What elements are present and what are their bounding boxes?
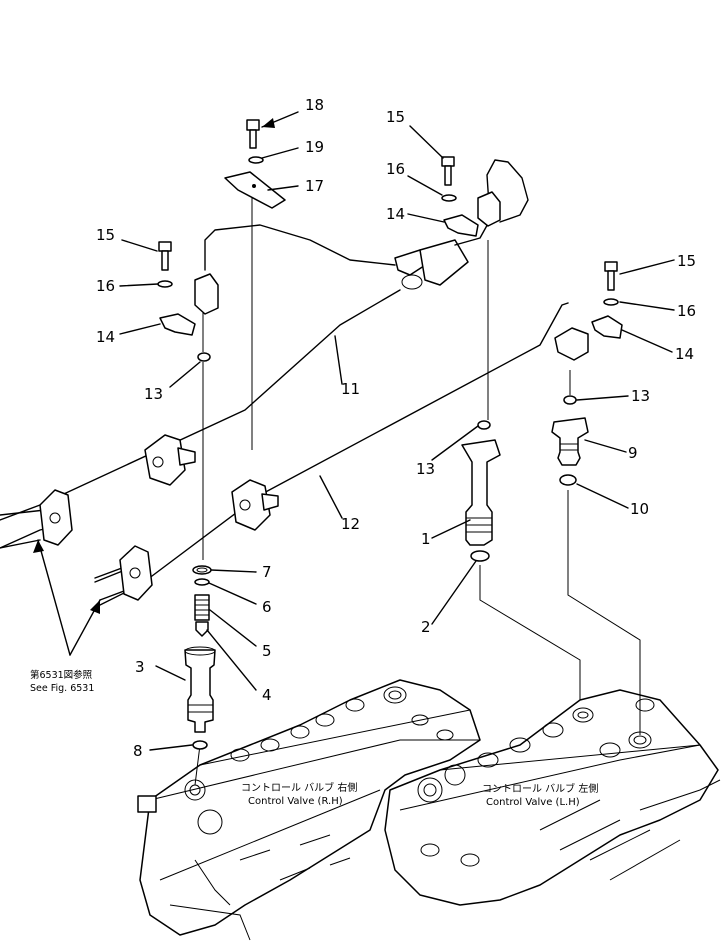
callout-13c: 13 <box>631 387 650 405</box>
callout-18: 18 <box>305 96 324 114</box>
valve-lh-label-jp: コントロール バルブ 左側 <box>482 782 598 795</box>
callout-numbers: 18 19 17 15 16 14 13 15 16 14 15 16 14 1… <box>96 96 696 760</box>
callout-8: 8 <box>133 742 143 760</box>
callout-14a: 14 <box>96 328 115 346</box>
callout-2: 2 <box>421 618 431 636</box>
valve-rh-label-jp: コントロール バルブ 右側 <box>241 781 357 794</box>
callout-10: 10 <box>630 500 649 518</box>
callout-1: 1 <box>421 530 431 548</box>
callout-16c: 16 <box>677 302 696 320</box>
callout-11: 11 <box>341 380 360 398</box>
right-stack <box>551 261 641 735</box>
callout-9: 9 <box>628 444 638 462</box>
callout-15a: 15 <box>96 226 115 244</box>
callout-17: 17 <box>305 177 324 195</box>
callout-14c: 14 <box>675 345 694 363</box>
callout-15c: 15 <box>677 252 696 270</box>
callout-15b: 15 <box>386 108 405 126</box>
reference-note-jp: 第6531図参照 <box>30 669 93 681</box>
reference-note-en: See Fig. 6531 <box>30 683 94 694</box>
callout-19: 19 <box>305 138 324 156</box>
pipe-ends-left <box>0 489 153 606</box>
valve-rh-label-en: Control Valve (R.H) <box>248 796 343 807</box>
callout-16a: 16 <box>96 277 115 295</box>
leader-lines <box>33 111 675 751</box>
callout-7: 7 <box>262 563 272 581</box>
callout-5: 5 <box>262 642 272 660</box>
valve-lh-label-en: Control Valve (L.H) <box>486 797 580 808</box>
left-stack <box>157 119 286 786</box>
callout-13a: 13 <box>144 385 163 403</box>
callout-3: 3 <box>135 658 145 676</box>
callout-14b: 14 <box>386 205 405 223</box>
callout-13b: 13 <box>416 460 435 478</box>
middle-stack <box>441 156 581 700</box>
control-valve-rh <box>137 679 481 941</box>
callout-4: 4 <box>262 686 272 704</box>
callout-6: 6 <box>262 598 272 616</box>
callout-16b: 16 <box>386 160 405 178</box>
callout-12: 12 <box>341 515 360 533</box>
pipe-11 <box>0 159 529 549</box>
